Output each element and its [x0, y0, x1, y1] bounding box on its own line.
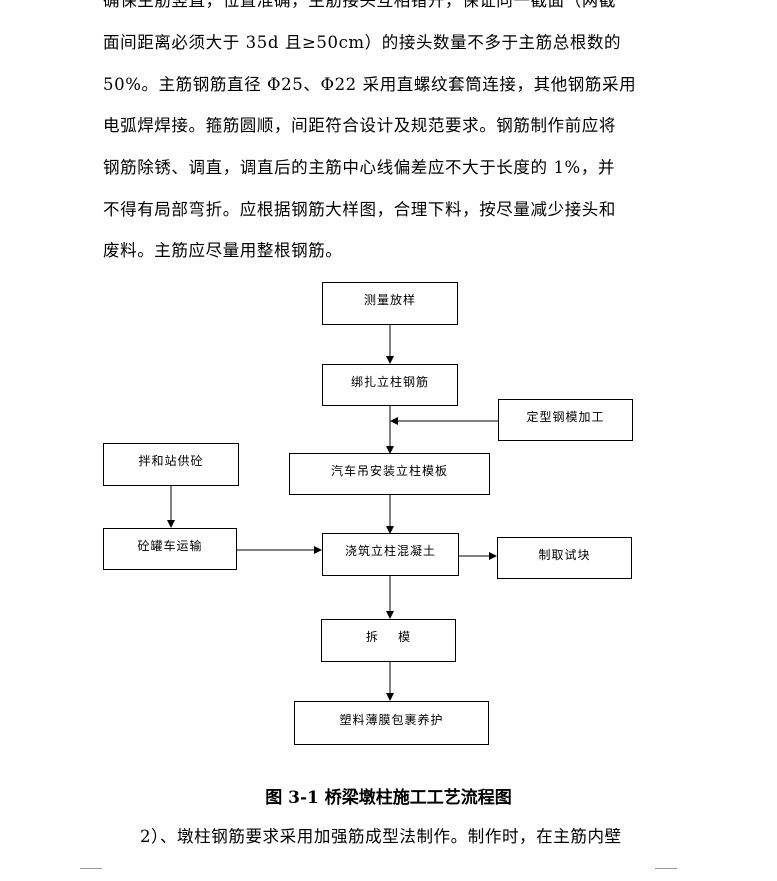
flow-box-bind-rebar: 绑扎立柱钢筋	[322, 364, 458, 406]
paragraph-line: 50%。主筋钢筋直径 Φ25、Φ22 采用直螺纹套筒连接，其他钢筋采用	[103, 75, 637, 94]
flow-box-remove-form: 拆 模	[321, 619, 456, 662]
flow-box-make-specimen: 制取试块	[497, 537, 632, 579]
next-paragraph: 2）、墩柱钢筋要求采用加强筋成型法制作。制作时，在主筋内壁	[140, 827, 622, 846]
paragraph-line: 确保主筋竖直，位置准确，主筋接头互相错开，保证同一截面（两截	[103, 0, 616, 10]
page-corner-mark-left	[80, 868, 102, 881]
page-corner-mark-right	[655, 868, 677, 881]
paragraph-line: 面间距离必须大于 35d 且≥50cm）的接头数量不多于主筋总根数的	[103, 33, 622, 52]
flow-box-tank-truck: 砼罐车运输	[103, 528, 237, 570]
flow-box-mixing-station: 拌和站供砼	[103, 443, 239, 486]
paragraph-line: 电弧焊焊接。箍筋圆顺，间距符合设计及规范要求。钢筋制作前应将	[103, 116, 616, 135]
figure-caption: 图 3-1 桥梁墩柱施工工艺流程图	[265, 788, 512, 808]
paragraph-line: 钢筋除锈、调直，调直后的主筋中心线偏差应不大于长度的 1%，并	[103, 158, 616, 177]
paragraph-line: 废料。主筋应尽量用整根钢筋。	[103, 241, 343, 260]
flow-box-crane-formwork: 汽车吊安装立柱模板	[289, 453, 490, 495]
flow-box-formwork-fab: 定型钢模加工	[498, 399, 633, 441]
flow-box-plastic-cure: 塑料薄膜包裹养护	[294, 701, 489, 745]
paragraph-line: 不得有局部弯折。应根据钢筋大样图，合理下料，按尽量减少接头和	[103, 200, 616, 219]
flow-box-pour-concrete: 浇筑立柱混凝土	[322, 533, 459, 576]
flow-box-survey: 测量放样	[322, 282, 458, 325]
